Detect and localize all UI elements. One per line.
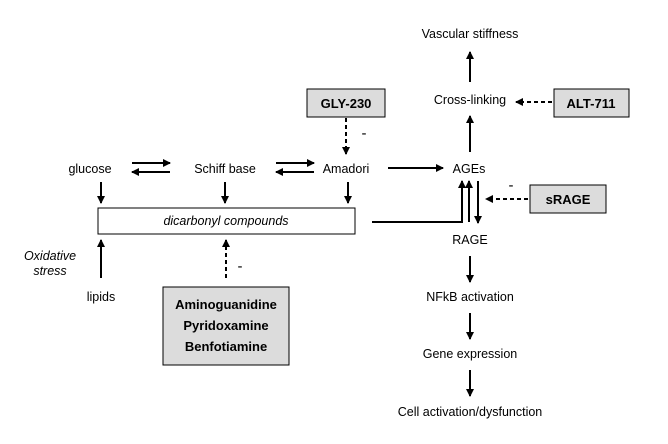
drug-pyridoxamine: Pyridoxamine — [183, 318, 268, 333]
gene-expression-label: Gene expression — [423, 347, 518, 361]
dicarbonyl-label: dicarbonyl compounds — [163, 214, 288, 228]
schiff-base-label: Schiff base — [194, 162, 256, 176]
gly230-box — [306, 88, 386, 118]
vascular-stiffness-label: Vascular stiffness — [422, 27, 519, 41]
alt711-box — [553, 88, 630, 118]
amadori-label: Amadori — [323, 162, 370, 176]
srage-box — [529, 184, 607, 214]
gly230-label: GLY-230 — [321, 96, 372, 111]
cross-linking-label: Cross-linking — [434, 93, 506, 107]
gly230-minus-sign: - — [362, 125, 367, 142]
drug-aminoguanidine: Aminoguanidine — [175, 297, 277, 312]
dicarbonyl-box — [97, 207, 356, 235]
srage-minus-sign: - — [509, 177, 514, 194]
srage-label: sRAGE — [546, 192, 591, 207]
nfkb-label: NFkB activation — [426, 290, 514, 304]
dicarbonyl-to-ages-path — [372, 180, 466, 223]
ages-label: AGEs — [453, 162, 486, 176]
drugs-minus-sign: - — [238, 258, 243, 275]
lipids-label: lipids — [87, 290, 116, 304]
drug-benfotiamine: Benfotiamine — [185, 339, 267, 354]
rage-label: RAGE — [452, 233, 487, 247]
oxidative-stress-label-1: Oxidative — [24, 249, 76, 263]
drugs-box — [162, 286, 290, 366]
cell-activation-label: Cell activation/dysfunction — [398, 405, 543, 419]
oxidative-stress-label-2: stress — [33, 264, 66, 278]
glucose-label: glucose — [68, 162, 111, 176]
alt711-label: ALT-711 — [567, 96, 616, 111]
